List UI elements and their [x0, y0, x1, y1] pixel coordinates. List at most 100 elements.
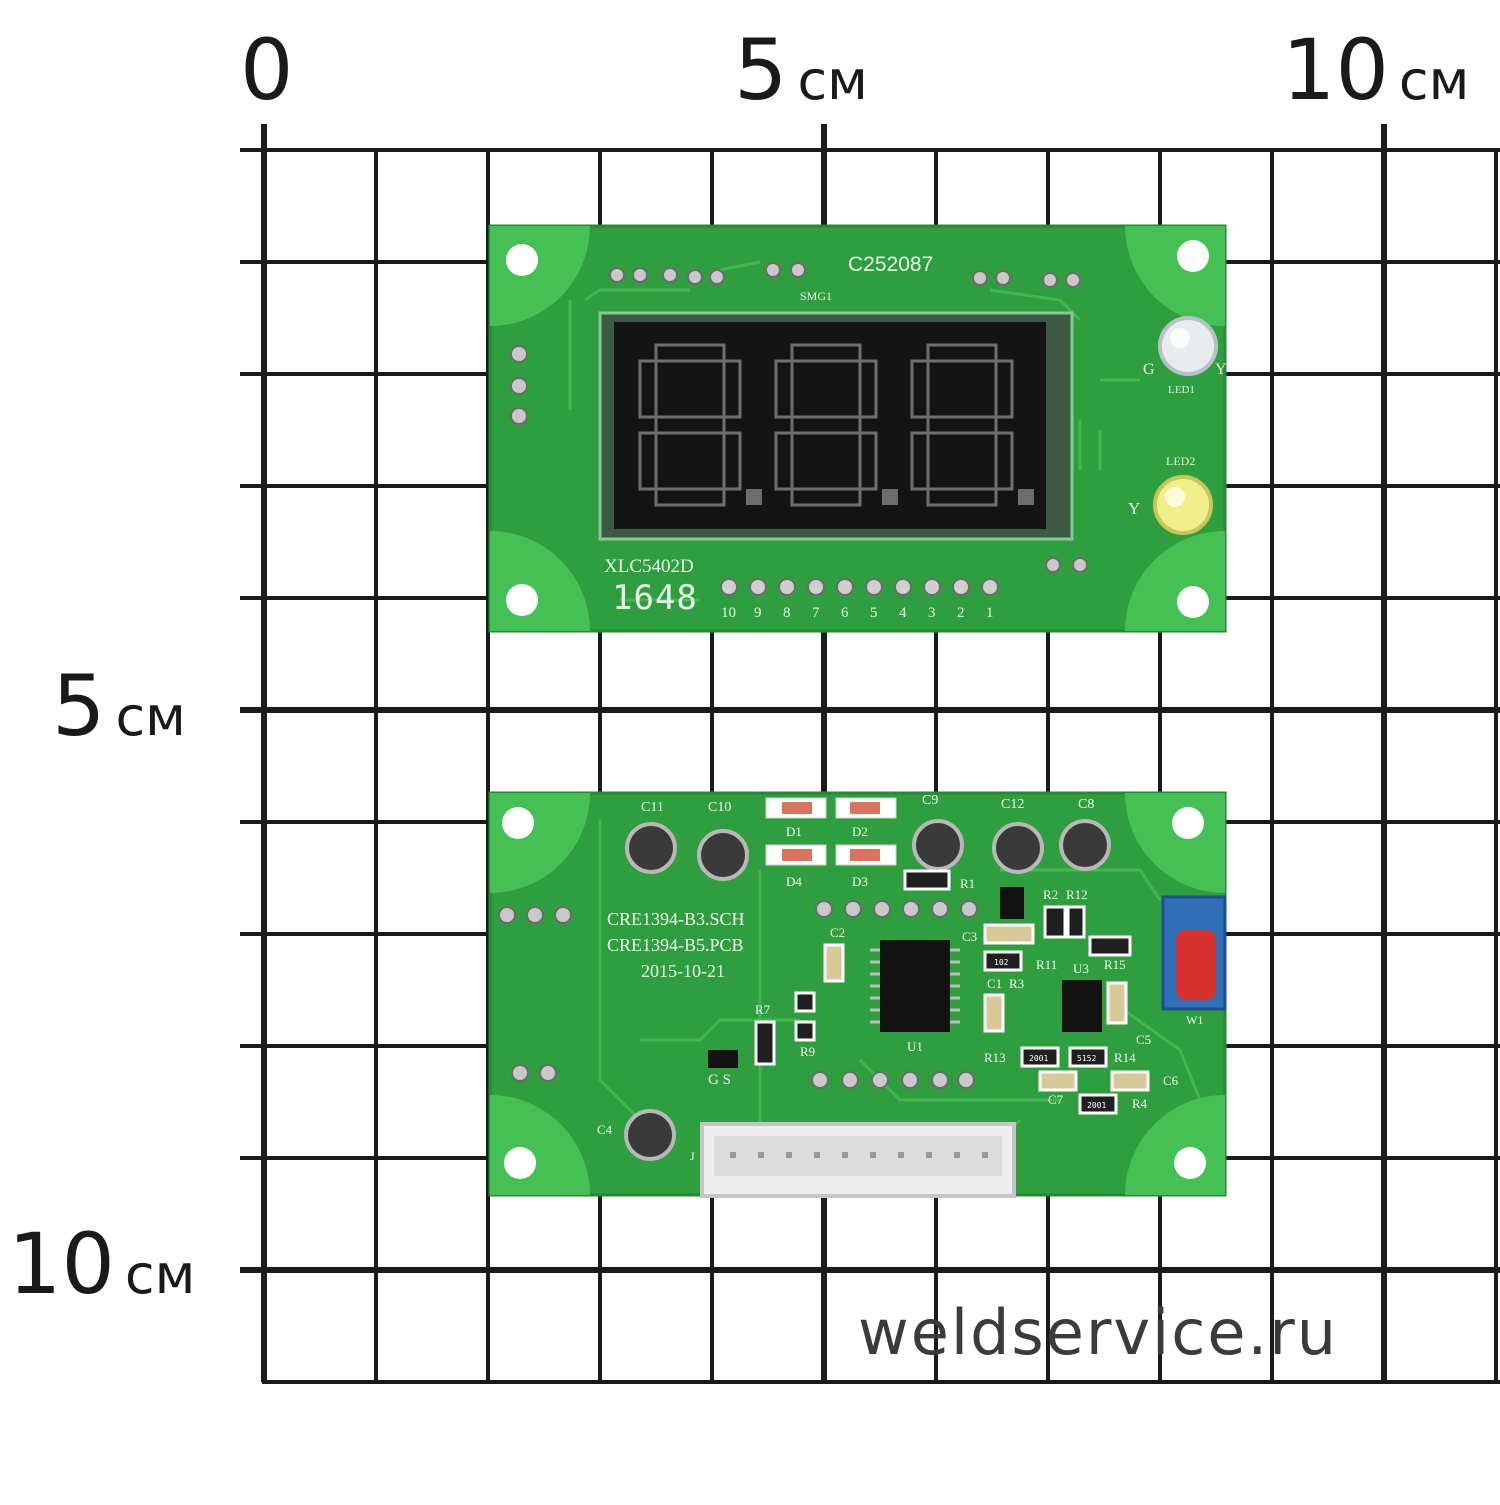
- measurement-grid: [240, 124, 1500, 1384]
- pad: [510, 345, 528, 363]
- ref-c10: C10: [708, 800, 731, 815]
- pad: [554, 906, 572, 924]
- pad: [972, 270, 988, 286]
- led1-clear: [1158, 316, 1218, 376]
- scale-top-10-num: 10: [1282, 21, 1389, 119]
- front-mounting-holes: [490, 226, 1225, 631]
- pad: [1072, 557, 1088, 573]
- smd-resistor: [903, 869, 951, 891]
- pcb-label: CRE1394-B5.PCB: [607, 935, 744, 955]
- pad: [815, 900, 833, 918]
- led2-yellow: [1153, 475, 1213, 535]
- display-segment: [654, 415, 726, 435]
- trace: [620, 420, 1102, 602]
- scale-label-0: 0: [240, 28, 293, 112]
- code-r14: 5152: [1077, 1054, 1096, 1063]
- back-pads: [498, 900, 978, 1089]
- scale-left-5-num: 5: [52, 657, 106, 755]
- display-segment: [790, 343, 862, 363]
- pad: [498, 906, 516, 924]
- display-ref: SMG1: [800, 289, 832, 303]
- code-r13: 2001: [1029, 1054, 1048, 1063]
- scale-top-5-num: 5: [734, 21, 788, 119]
- header-pin-number: 8: [783, 605, 791, 621]
- ref-r7: R7: [755, 1002, 771, 1017]
- scale-top-10-unit: см: [1398, 49, 1470, 112]
- scale-zero: 0: [240, 21, 294, 119]
- diode-d3-body: [850, 849, 880, 861]
- mount-hole: [504, 1147, 536, 1179]
- seven-segment-display: [614, 322, 1046, 529]
- led2-ref: LED2: [1166, 454, 1195, 468]
- connector-pin: [982, 1152, 988, 1158]
- mount-hole: [502, 807, 534, 839]
- led1-g-label: G: [1143, 361, 1155, 378]
- pad: [871, 1071, 889, 1089]
- watermark: weldservice.ru: [858, 1296, 1339, 1369]
- display-segment: [722, 431, 742, 491]
- back-pcb: CRE1394-B3.SCH CRE1394-B5.PCB 2015-10-21…: [488, 791, 1227, 1198]
- header-pin: [952, 578, 970, 596]
- ref-r15: R15: [1104, 957, 1126, 972]
- board-model: XLC5402D: [604, 556, 694, 577]
- header-pin-number: 2: [957, 605, 965, 621]
- smd-capacitor-c5: [1106, 981, 1128, 1025]
- smd-capacitor-c1: [983, 993, 1005, 1033]
- header-pin: [749, 578, 767, 596]
- ref-r1: R1: [960, 876, 975, 891]
- display-segment: [774, 359, 794, 419]
- display-segment: [858, 431, 878, 491]
- pad: [632, 267, 648, 283]
- mount-hole: [1174, 1147, 1206, 1179]
- ref-r4: R4: [1132, 1096, 1148, 1111]
- pad: [510, 407, 528, 425]
- connector-pin: [842, 1152, 848, 1158]
- diode-d1-body: [782, 802, 812, 814]
- header-pin-number: 6: [841, 605, 849, 621]
- smd-codes: 102 2001 5152 2001: [994, 958, 1106, 1110]
- pad: [687, 269, 703, 285]
- display-segment: [926, 343, 998, 363]
- ref-r3: R3: [1009, 976, 1024, 991]
- header-pin-number: 4: [899, 605, 907, 621]
- scale-left-10-unit: см: [124, 1243, 196, 1306]
- ref-c7: C7: [1048, 1092, 1064, 1107]
- pad: [960, 900, 978, 918]
- pad: [1065, 272, 1081, 288]
- display-decimal-point: [882, 489, 898, 505]
- ref-r9: R9: [800, 1044, 815, 1059]
- led1-highlight: [1170, 328, 1190, 348]
- display-segment: [638, 431, 658, 491]
- smd-resistor: [1088, 935, 1132, 957]
- ref-c3: C3: [962, 929, 977, 944]
- led2-highlight: [1165, 487, 1185, 507]
- pad: [995, 270, 1011, 286]
- display-segment: [638, 359, 658, 419]
- smd-parts: [754, 869, 1132, 1115]
- ref-c11: C11: [641, 800, 664, 815]
- display-segment: [654, 343, 726, 363]
- capacitors: [624, 819, 1111, 1161]
- ref-c2: C2: [830, 925, 845, 940]
- header-pin-number: 3: [928, 605, 936, 621]
- ref-r2: R2: [1043, 887, 1058, 902]
- ref-d2: D2: [852, 824, 868, 839]
- date-code: 1648: [612, 578, 698, 618]
- smd-capacitor-c7: [1038, 1070, 1078, 1092]
- ref-c6: C6: [1163, 1073, 1179, 1088]
- ic-u1-pins: [870, 948, 960, 1024]
- pad: [931, 1071, 949, 1089]
- ref-u3: U3: [1073, 961, 1089, 976]
- ref-r11: R11: [1036, 957, 1057, 972]
- pad: [662, 267, 678, 283]
- header-pin-number: 1: [986, 605, 994, 621]
- capacitor-c4: [624, 1109, 676, 1161]
- capacitor-c9: [912, 819, 964, 871]
- ref-w1: W1: [1186, 1013, 1203, 1027]
- display-segment: [790, 415, 862, 435]
- connector-pin: [898, 1152, 904, 1158]
- display-decimal-point: [1018, 489, 1034, 505]
